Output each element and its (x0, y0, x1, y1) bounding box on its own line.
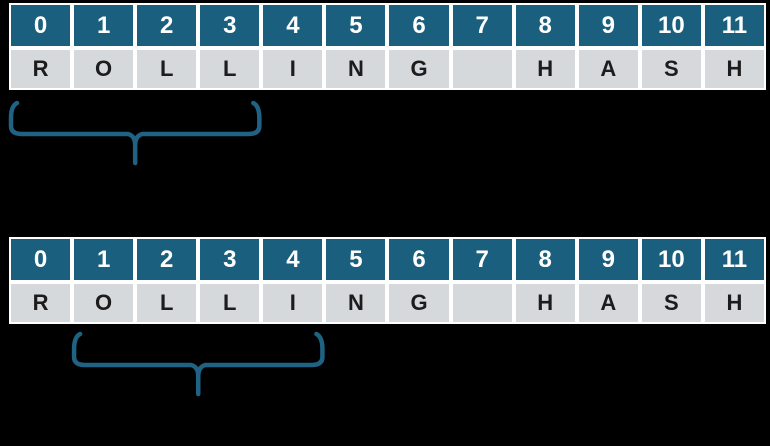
char-cell-11: H (704, 50, 764, 88)
char-cell-6: G (389, 284, 449, 322)
index-cell-10: 10 (641, 239, 701, 280)
char-cell-1: O (74, 50, 134, 88)
rolling-hash-diagram-1: 0 1 2 3 4 5 6 7 8 9 10 11 R O L L I N G … (8, 3, 766, 166)
index-cell-11: 11 (704, 239, 764, 280)
index-cell-0: 0 (11, 239, 71, 280)
rolling-hash-diagram-2: 0 1 2 3 4 5 6 7 8 9 10 11 R O L L I N G … (9, 237, 766, 397)
index-cell-0: 0 (11, 5, 71, 46)
index-cell-9: 9 (578, 239, 638, 280)
char-cell-6: G (389, 50, 449, 88)
index-cell-10: 10 (641, 5, 701, 46)
index-cell-8: 8 (515, 239, 575, 280)
index-cell-4: 4 (263, 5, 323, 46)
index-cell-2: 2 (137, 5, 197, 46)
char-cell-5: N (326, 284, 386, 322)
index-cell-6: 6 (389, 239, 449, 280)
index-cell-9: 9 (578, 5, 638, 46)
index-cell-1: 1 (74, 239, 134, 280)
window-brace-path-2 (71, 331, 325, 397)
char-cell-0: R (11, 284, 71, 322)
index-cell-2: 2 (137, 239, 197, 280)
char-cell-4: I (263, 284, 323, 322)
char-cell-8: H (515, 284, 575, 322)
index-cell-3: 3 (200, 239, 260, 280)
char-cell-1: O (74, 284, 134, 322)
index-cell-3: 3 (200, 5, 260, 46)
char-cell-3: L (200, 50, 260, 88)
char-cell-5: N (326, 50, 386, 88)
index-cell-8: 8 (515, 5, 575, 46)
char-cell-2: L (137, 50, 197, 88)
index-cell-7: 7 (452, 5, 512, 46)
window-brace-2 (71, 331, 325, 397)
index-cell-7: 7 (452, 239, 512, 280)
hash-table-1: 0 1 2 3 4 5 6 7 8 9 10 11 R O L L I N G … (9, 3, 766, 90)
index-cell-4: 4 (263, 239, 323, 280)
index-cell-11: 11 (704, 5, 764, 46)
char-cell-9: A (578, 50, 638, 88)
index-cell-5: 5 (326, 5, 386, 46)
char-cell-7 (452, 284, 512, 322)
char-cell-0: R (11, 50, 71, 88)
char-cell-8: H (515, 50, 575, 88)
char-cell-9: A (578, 284, 638, 322)
char-cell-10: S (641, 50, 701, 88)
char-cell-11: H (704, 284, 764, 322)
char-cell-4: I (263, 50, 323, 88)
char-cell-3: L (200, 284, 260, 322)
hash-table-2: 0 1 2 3 4 5 6 7 8 9 10 11 R O L L I N G … (9, 237, 766, 324)
char-cell-2: L (137, 284, 197, 322)
window-brace-path-1 (8, 100, 262, 166)
char-cell-7 (452, 50, 512, 88)
index-cell-6: 6 (389, 5, 449, 46)
char-cell-10: S (641, 284, 701, 322)
index-cell-5: 5 (326, 239, 386, 280)
index-cell-1: 1 (74, 5, 134, 46)
window-brace-1 (8, 100, 262, 166)
